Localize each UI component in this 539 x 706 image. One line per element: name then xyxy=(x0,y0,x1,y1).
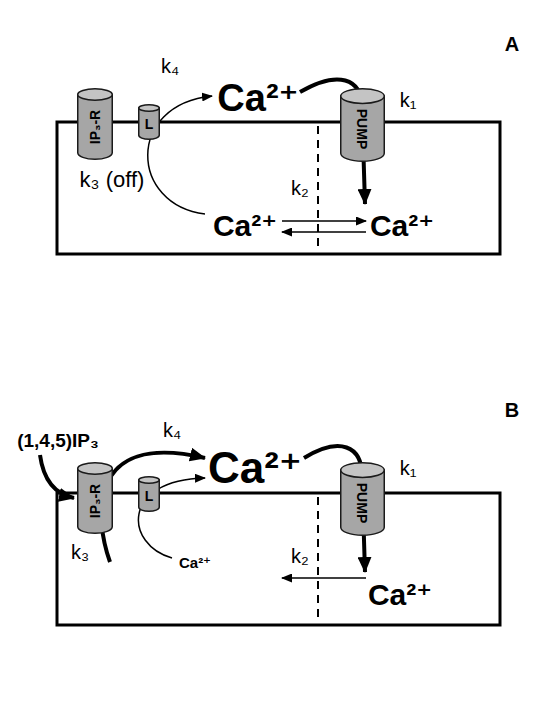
calcium-pump: PUMP xyxy=(340,462,385,536)
ligand-label: (1,4,5)IP₃ xyxy=(17,431,99,450)
cylinder-body xyxy=(340,96,384,161)
calcium-label: Ca²⁺ xyxy=(179,555,211,570)
channel-label: IP₃-R xyxy=(88,484,102,518)
calcium-pump: PUMP xyxy=(340,88,385,162)
ip3-binding-arrow xyxy=(40,455,74,498)
channel-label: PUMP xyxy=(355,109,369,149)
ip3-receptor-channel: IP₃-R xyxy=(77,462,113,534)
cylinder-body xyxy=(340,470,384,535)
cylinder-top xyxy=(139,477,160,483)
rate-constant: k₃ (off) xyxy=(80,169,145,191)
cylinder-top xyxy=(78,463,113,474)
leak-flux-arrow xyxy=(138,478,205,558)
cylinder-top xyxy=(340,89,384,104)
channel-label: L xyxy=(145,489,154,503)
cylinder-top xyxy=(78,89,113,100)
rate-constant: k₁ xyxy=(400,458,417,478)
cylinder-body xyxy=(78,94,113,159)
cylinder-top xyxy=(139,105,160,111)
exchange-arrow xyxy=(282,220,366,222)
calcium-label: Ca²⁺ xyxy=(208,446,302,490)
panel-letter: B xyxy=(505,400,519,420)
cylinder-top xyxy=(340,463,384,478)
leak-channel: L xyxy=(138,104,160,140)
rate-constant: k₄ xyxy=(161,56,179,76)
exchange-arrow xyxy=(282,577,366,579)
release-flux-arrow xyxy=(101,453,205,562)
rate-constant: k₁ xyxy=(400,90,417,110)
exchange-arrow xyxy=(282,231,366,233)
calcium-label: Ca²⁺ xyxy=(213,211,277,241)
dashed-divider xyxy=(317,497,319,621)
rate-constant: k₂ xyxy=(291,546,309,566)
rate-constant: k₃ xyxy=(71,542,89,562)
calcium-label: Ca²⁺ xyxy=(217,79,298,117)
channel-label: IP₃-R xyxy=(88,110,102,144)
ip3-receptor-channel: IP₃-R xyxy=(77,88,113,160)
compartment-outline xyxy=(57,122,500,254)
cylinder-body xyxy=(78,468,113,533)
calcium-label: Ca²⁺ xyxy=(368,580,432,610)
rate-constant: k₄ xyxy=(163,420,181,440)
calcium-label: Ca²⁺ xyxy=(370,211,434,241)
rate-constant: k₂ xyxy=(291,178,309,198)
cylinder-body xyxy=(139,108,160,139)
leak-channel: L xyxy=(138,476,160,512)
panel-letter: A xyxy=(505,34,519,54)
channel-label: L xyxy=(145,117,154,131)
cylinder-body xyxy=(139,480,160,511)
channel-label: PUMP xyxy=(355,483,369,523)
compartment-outline xyxy=(57,493,500,625)
